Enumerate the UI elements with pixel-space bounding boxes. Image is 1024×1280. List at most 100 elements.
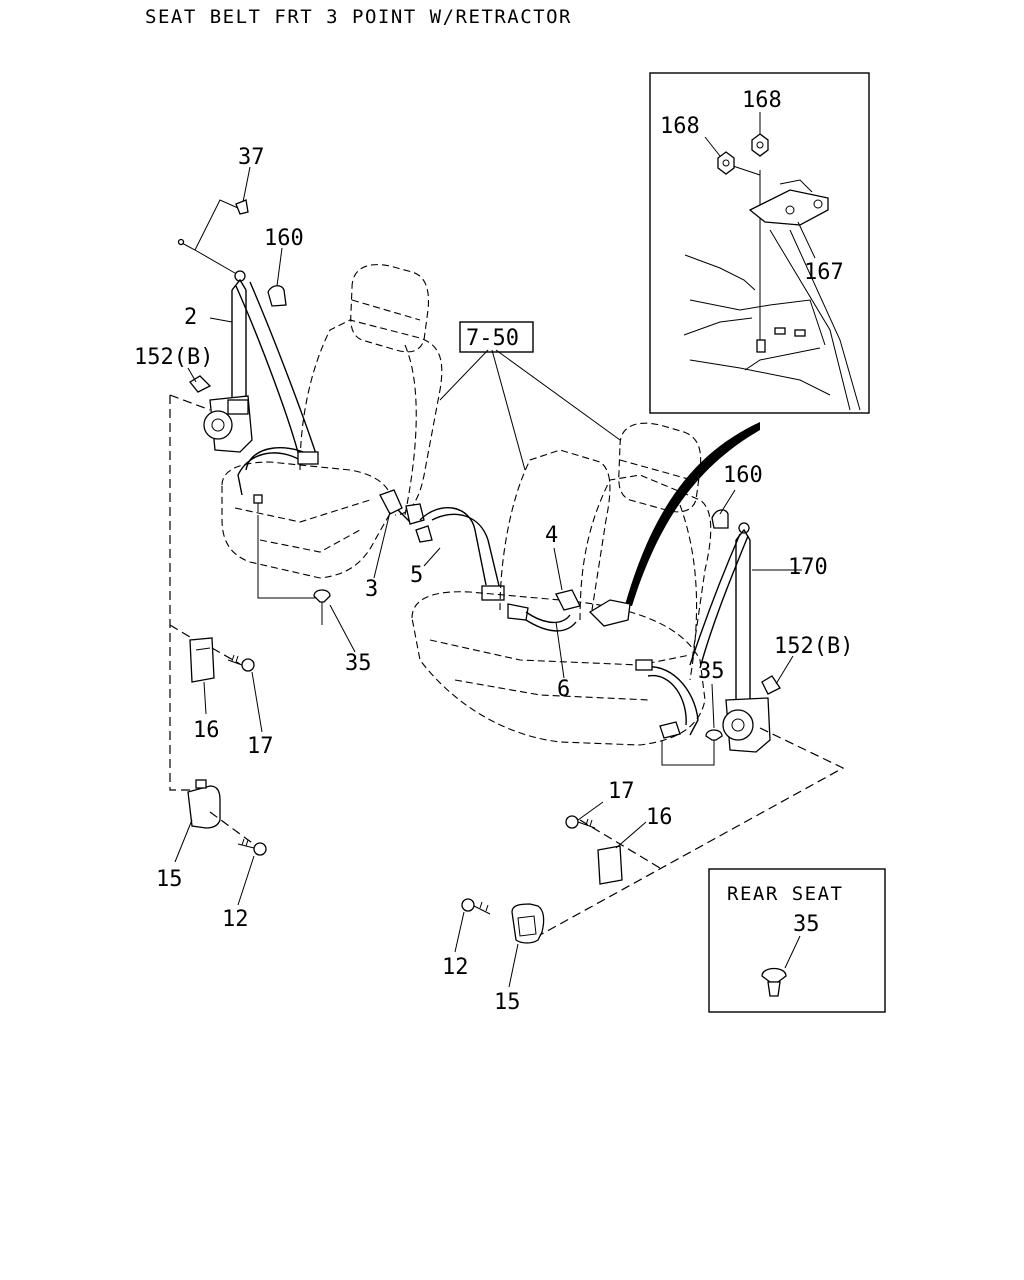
left-belt-assembly [177,199,319,512]
leader-line [797,221,816,259]
stud-icon [794,329,806,337]
clip-icon [313,589,331,610]
callout-170: 170 [788,555,828,580]
callout-35: 35 [698,659,725,684]
callout-5: 5 [410,563,423,588]
retractor-icon [203,395,253,453]
clip-icon [761,967,787,997]
tongue-plate-icon [635,659,653,671]
callout-35: 35 [793,912,820,937]
bolt-tip-icon [177,238,185,246]
nut-icon [717,151,735,175]
belt-webbing [235,285,301,461]
leader-line [784,935,801,969]
anchor-plate-icon [588,599,631,627]
retractor-icon [722,697,771,753]
callout-35: 35 [345,651,372,676]
anchor-bolt-icon [659,721,681,739]
callout-2: 2 [184,305,197,330]
callout-168: 168 [660,114,700,139]
inset-panel-line [744,347,821,371]
inset-panel-line [769,229,851,411]
rear-seat-frame [708,868,886,1013]
buckle-icon [379,489,403,515]
trim-cover-tab [195,779,207,789]
callout-160: 160 [723,463,763,488]
callout-12: 12 [222,907,249,932]
trim-cover-icon [187,785,221,829]
stud-icon [774,327,786,335]
callout-168: 168 [742,88,782,113]
callout-box-7-50 [459,321,534,353]
belt-webbing [647,675,687,726]
inset-panel-line [689,359,831,396]
bolt-line [179,241,241,277]
inset-panel-line [789,229,861,411]
diagram-title: SEAT BELT FRT 3 POINT W/RETRACTOR [145,6,572,28]
callout-4: 4 [545,523,558,548]
callout-152b: 152(B) [134,345,213,370]
upper-anchor-icon [738,522,750,534]
inset-panel-line [684,254,756,291]
callout-3: 3 [365,577,378,602]
callout-6: 6 [557,677,570,702]
belt-webbing [419,506,487,586]
rear-seat-heading: REAR SEAT [727,883,843,905]
callout-37: 37 [238,145,265,170]
right-center-buckles [507,589,631,632]
right-seat [411,422,712,746]
trim-cover-icon [511,903,545,944]
guide-plate-icon [597,845,623,885]
callout-167: 167 [804,260,844,285]
guide-plate-slot [195,647,211,651]
right-lower-hardware [461,815,623,944]
guide-plate-icon [189,637,215,683]
inset-panel-line [689,299,826,346]
tongue-plate-icon [297,451,319,465]
callout-17: 17 [608,779,635,804]
belt-webbing [431,513,501,591]
callout-15: 15 [156,867,183,892]
belt-webbing [249,281,319,461]
buckle-mount-icon [405,503,425,525]
callout-16: 16 [193,718,220,743]
bolt-icon [237,838,267,856]
cover-icon [711,509,729,529]
callout-15: 15 [494,990,521,1015]
buckle-mount-icon [415,525,433,543]
rear-seat-inset: REAR SEAT 35 [708,868,886,1013]
inset-pointer-arc [625,422,760,606]
bracket-line [257,515,323,625]
anchor-bolt-icon [253,494,263,504]
right-belt-assembly [635,509,781,766]
tongue-plate-icon [507,603,529,621]
screw-icon [227,654,255,672]
inset-leader [729,164,761,176]
belt-webbing [689,533,741,666]
callout-160: 160 [264,226,304,251]
buckle-icon [555,589,581,611]
belt-webbing [525,611,571,624]
nut-icon [751,133,769,157]
cap-icon [235,199,249,215]
leader-line [704,136,721,157]
belt-webbing [231,278,247,291]
inset-frame [649,72,870,414]
center-buckles [379,489,505,601]
bolt-leader [194,199,239,251]
clip-icon [705,729,723,748]
plate-icon [189,375,212,393]
callout-7-50: 7-50 [466,326,519,351]
belt-webbing [525,619,577,632]
callout-152b: 152(B) [774,634,853,659]
plate-icon [761,675,781,695]
leader-lines [174,166,802,988]
cover-icon [267,285,287,307]
left-lower-hardware [187,515,331,856]
belt-webbing [699,535,749,669]
inset-panel-line [683,317,753,336]
belt-webbing [237,452,301,496]
left-seat [221,264,443,579]
bracket-line [661,740,715,766]
